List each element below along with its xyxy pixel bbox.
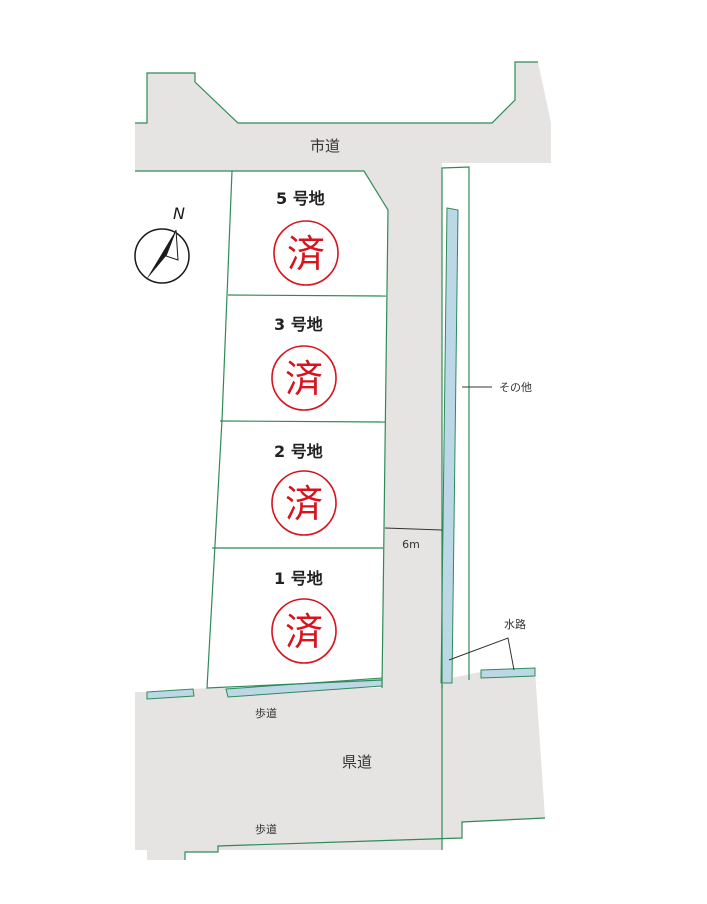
sidewalk-upper-label: 歩道 [255, 706, 277, 720]
svg-text:済: 済 [285, 357, 323, 401]
city-road-label: 市道 [310, 137, 340, 155]
waterway-label: 水路 [504, 618, 526, 631]
waterway-left [146, 688, 195, 700]
road-width-label: 6m [402, 538, 420, 551]
access-road [364, 171, 442, 680]
other-property-label: その他 [499, 381, 532, 394]
waterway-leader-line [448, 637, 515, 671]
lots-block [207, 171, 388, 688]
lot-area-white [135, 171, 232, 692]
north-compass: N [134, 204, 190, 284]
svg-text:済: 済 [287, 232, 325, 276]
other-property-white [469, 163, 551, 680]
svg-text:済: 済 [285, 482, 323, 526]
boundary-lines [135, 61, 546, 860]
lot-5-label: 5 号地 [276, 189, 325, 208]
sold-stamp-lot-5: 済 [273, 220, 339, 286]
lot-3-label: 3 号地 [274, 315, 323, 334]
width-dimension-line [384, 527, 443, 531]
north-label: N [173, 204, 185, 223]
svg-text:済: 済 [285, 610, 323, 654]
sidewalk-lower-label: 歩道 [255, 822, 277, 836]
bottom-white [145, 860, 707, 904]
sold-stamp-lot-1: 済 [271, 598, 337, 664]
prefectural-road-label: 県道 [342, 753, 372, 771]
prefectural-road-area [147, 670, 545, 860]
lot-2-label: 2 号地 [274, 442, 323, 461]
lot-1-label: 1 号地 [274, 569, 323, 588]
waterway-side [440, 207, 459, 684]
sold-stamp-lot-2: 済 [271, 470, 337, 536]
sold-stamp-lot-3: 済 [271, 345, 337, 411]
waterway-right [480, 667, 536, 679]
